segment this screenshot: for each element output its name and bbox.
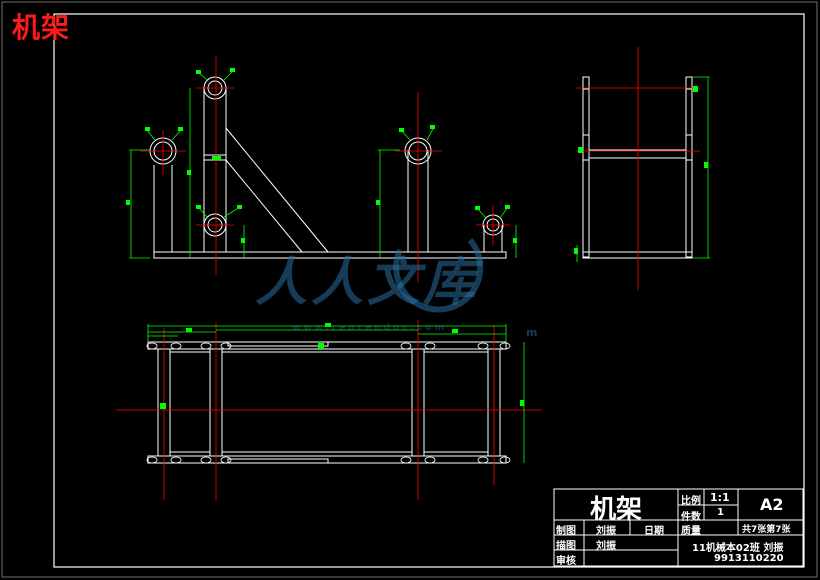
student-id: 9913110220 bbox=[714, 553, 784, 564]
watermark-text: 人人文库 bbox=[255, 253, 480, 313]
dimensions-side bbox=[574, 76, 710, 262]
watermark-subtext: www.renrendoc.com bbox=[292, 323, 447, 333]
top-view bbox=[147, 341, 507, 464]
scale-value: 1:1 bbox=[710, 491, 730, 504]
center-lines-top bbox=[116, 320, 542, 500]
class-info: 11机械本02班 刘振 bbox=[692, 543, 784, 554]
count-label: 件数 bbox=[681, 512, 701, 523]
title-block-name: 机架 bbox=[590, 495, 643, 525]
watermark-mark: m bbox=[526, 326, 538, 339]
front-view bbox=[153, 87, 507, 259]
side-view bbox=[582, 76, 693, 259]
center-lines-side bbox=[576, 47, 700, 290]
sheet-info: 共7张第7张 bbox=[742, 525, 791, 535]
mass-label: 质量 bbox=[681, 526, 701, 537]
title-block-grid bbox=[553, 488, 804, 567]
hole-markers bbox=[146, 342, 511, 464]
count-value: 1 bbox=[717, 507, 724, 518]
inner-border bbox=[53, 13, 805, 568]
review-label: 审核 bbox=[556, 556, 576, 567]
title-block: 机架 比例 1:1 件数 1 A2 制图 刘振 日期 质量 共7张第7张 描图 … bbox=[554, 489, 803, 567]
diagonal-brace bbox=[225, 127, 329, 253]
traced-by: 刘振 bbox=[596, 541, 616, 552]
sheet-size: A2 bbox=[760, 495, 784, 514]
traced-label: 描图 bbox=[556, 541, 576, 552]
base-plate bbox=[153, 251, 507, 259]
date-label: 日期 bbox=[644, 526, 664, 537]
dimensions-front bbox=[126, 68, 517, 259]
drawn-by: 刘振 bbox=[596, 526, 616, 537]
scale-label: 比例 bbox=[681, 496, 701, 507]
watermark-logo bbox=[393, 238, 484, 313]
drawing-title-corner: 机架 bbox=[12, 11, 71, 44]
center-lines-front bbox=[140, 56, 510, 282]
dimensions-top bbox=[147, 323, 525, 463]
side-base bbox=[582, 251, 693, 259]
drawn-label: 制图 bbox=[556, 526, 576, 537]
